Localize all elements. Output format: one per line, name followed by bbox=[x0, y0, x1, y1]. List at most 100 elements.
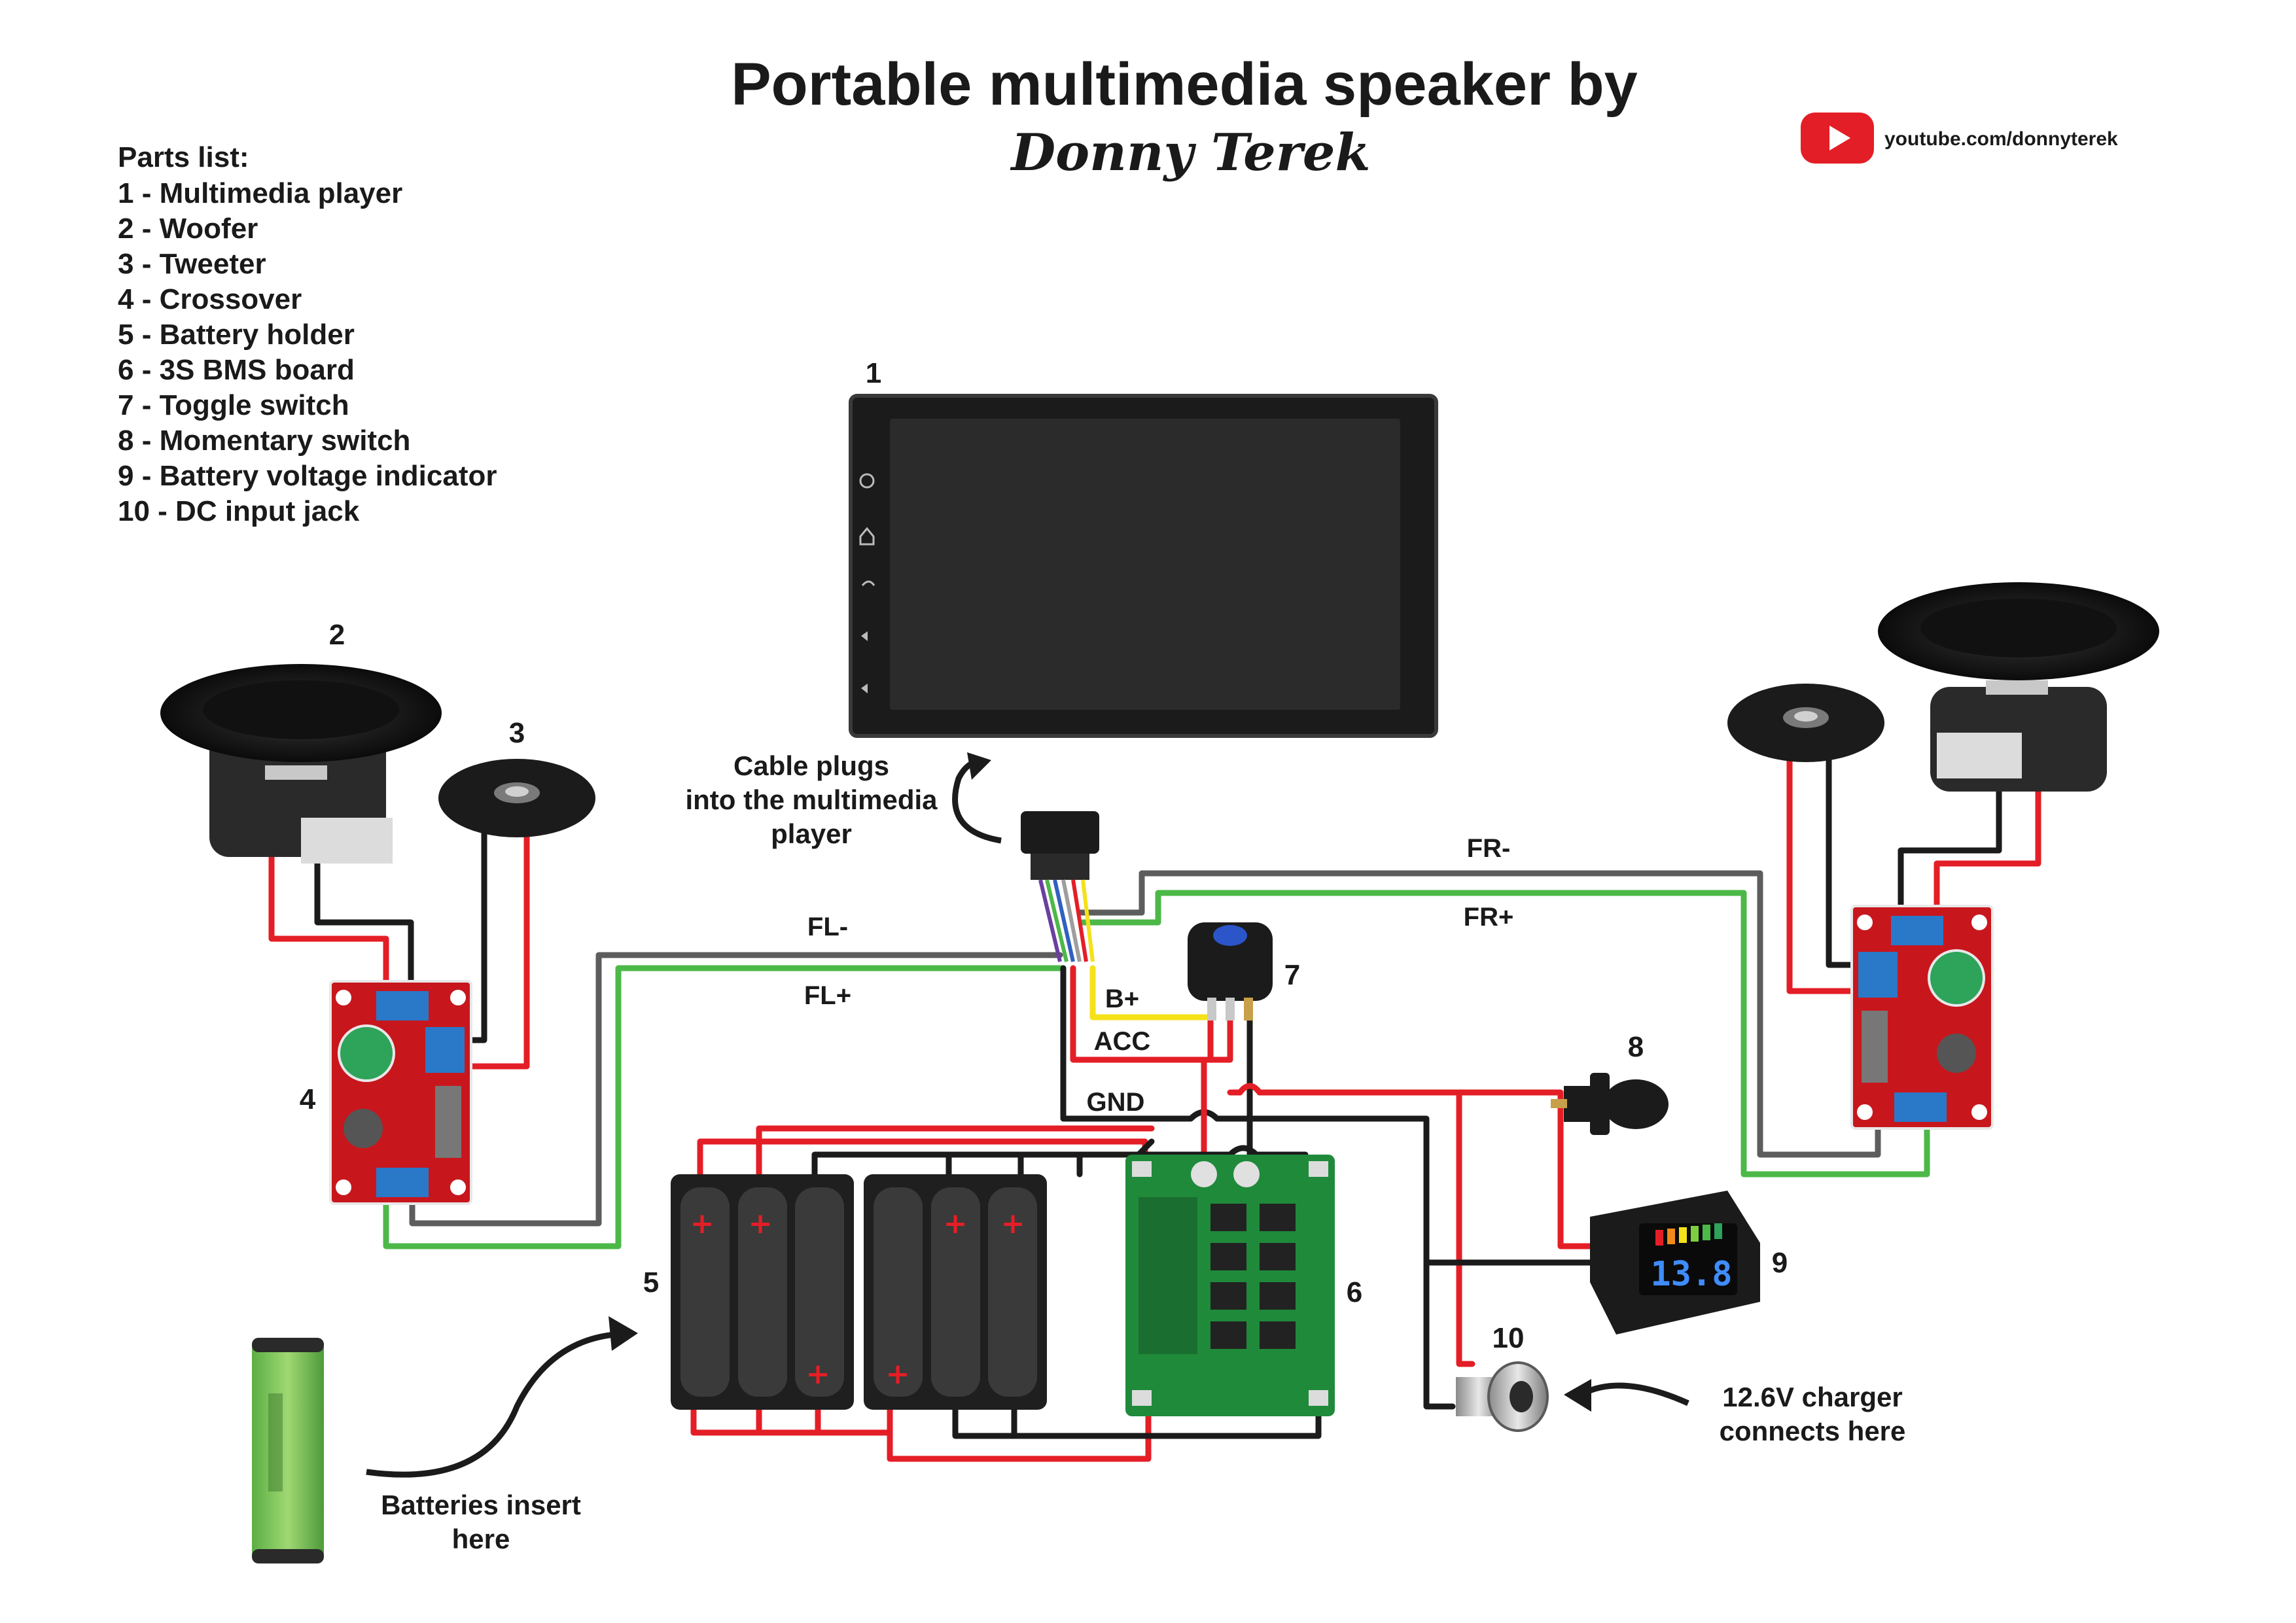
wire-label-fl-minus: FL- bbox=[807, 913, 848, 941]
cable-note-line: player bbox=[771, 818, 852, 849]
parts-list-item: 4 - Crossover bbox=[118, 283, 302, 315]
parts-list: Parts list: 1 - Multimedia player 2 - Wo… bbox=[118, 141, 497, 527]
terminal-block bbox=[1894, 1092, 1947, 1122]
multimedia-player bbox=[849, 394, 1438, 738]
charger-note-line: 12.6V charger bbox=[1722, 1382, 1903, 1412]
crossover-left bbox=[329, 980, 472, 1205]
battery-to-bms-bminus bbox=[952, 1403, 1322, 1439]
terminal-block bbox=[376, 991, 429, 1021]
parts-list-item: 7 - Toggle switch bbox=[118, 389, 349, 421]
battery-top-black-link-2 bbox=[945, 1138, 1155, 1178]
tweeter-right bbox=[1727, 684, 1884, 762]
parts-list-item: 8 - Momentary switch bbox=[118, 425, 410, 457]
iso-harness-connector bbox=[1021, 811, 1099, 962]
arrow-head-icon bbox=[1564, 1379, 1591, 1412]
tweeter-right-plus-wire bbox=[1786, 756, 1862, 994]
inductor bbox=[1937, 1034, 1976, 1073]
component-number-2: 2 bbox=[329, 619, 345, 651]
parts-list-item: 2 - Woofer bbox=[118, 213, 258, 245]
switch-indicator-icon bbox=[1213, 925, 1247, 946]
component-number-10: 10 bbox=[1492, 1322, 1525, 1354]
component-number-9: 9 bbox=[1772, 1247, 1788, 1279]
capacitor bbox=[338, 1024, 395, 1082]
wire-label-fl-plus: FL+ bbox=[804, 981, 851, 1010]
plus-icon: + bbox=[1001, 1207, 1025, 1240]
plus-icon: + bbox=[944, 1207, 968, 1240]
batteries-note: Batteries insert here bbox=[366, 1316, 638, 1554]
plus-icon: + bbox=[690, 1207, 715, 1240]
dc-input-jack[interactable] bbox=[1456, 1361, 1549, 1432]
component-number-5: 5 bbox=[643, 1266, 659, 1299]
supply-to-momentary bbox=[1227, 1083, 1564, 1142]
woofer-label bbox=[1937, 733, 2022, 778]
acc-wire bbox=[1070, 965, 1214, 1063]
youtube-link[interactable]: youtube.com/donnyterek bbox=[1801, 113, 2118, 164]
back-icon bbox=[861, 580, 875, 587]
woofer-right-minus-wire bbox=[1898, 769, 2002, 916]
terminal-block bbox=[425, 1027, 465, 1073]
b-plus-wire bbox=[1089, 965, 1214, 1021]
component-number-7: 7 bbox=[1284, 959, 1300, 991]
parts-list-heading: Parts list: bbox=[118, 141, 249, 173]
woofer-terminals bbox=[1986, 680, 2048, 695]
volume-up-icon bbox=[861, 631, 868, 641]
parts-list-item: 10 - DC input jack bbox=[118, 495, 360, 527]
wire-label-fr-plus: FR+ bbox=[1464, 903, 1514, 932]
fr-plus-wire bbox=[1080, 890, 1930, 1178]
wire-label-acc: ACC bbox=[1094, 1027, 1151, 1056]
woofer-right-plus-wire bbox=[1934, 769, 2041, 916]
fr-minus-wire bbox=[1076, 870, 1881, 1158]
wire-label-b-plus: B+ bbox=[1105, 985, 1139, 1013]
power-icon bbox=[859, 473, 875, 489]
momentary-to-indicator bbox=[1557, 1135, 1593, 1249]
battery-holder: + + + + + + bbox=[671, 1174, 1047, 1410]
battery-to-bms-b1 bbox=[1017, 1145, 1309, 1178]
wire-label-fr-minus: FR- bbox=[1467, 834, 1511, 863]
tweeter-right-minus-wire bbox=[1826, 756, 1862, 968]
charger-note: 12.6V charger connects here bbox=[1564, 1379, 1905, 1446]
batteries-note-line: Batteries insert bbox=[381, 1490, 581, 1520]
terminal-block bbox=[376, 1168, 429, 1197]
cable-note-line: into the multimedia bbox=[685, 784, 938, 815]
tweeter-left-plus-wire bbox=[448, 814, 530, 1070]
diagram-title: Portable multimedia speaker by bbox=[731, 51, 1638, 118]
battery-voltage-indicator: 13.8 bbox=[1590, 1191, 1760, 1335]
arrow-head-icon bbox=[609, 1316, 638, 1351]
plus-icon: + bbox=[886, 1357, 910, 1391]
component-number-3: 3 bbox=[509, 717, 525, 749]
momentary-switch[interactable] bbox=[1551, 1073, 1669, 1135]
bms-board bbox=[1125, 1155, 1335, 1416]
woofer-label bbox=[301, 818, 393, 864]
parts-list-item: 3 - Tweeter bbox=[118, 248, 266, 280]
author-signature: Donny Terek bbox=[1010, 123, 1370, 183]
fl-plus-wire bbox=[383, 965, 1067, 1249]
toggle-switch[interactable] bbox=[1188, 922, 1273, 1021]
inductor bbox=[344, 1109, 383, 1148]
crossover-right bbox=[1850, 905, 1994, 1130]
charger-note-line: connects here bbox=[1720, 1416, 1906, 1446]
fl-minus-wire bbox=[409, 952, 1063, 1227]
plus-icon: + bbox=[806, 1357, 830, 1391]
woofer-terminals bbox=[265, 765, 327, 780]
woofer-left bbox=[160, 664, 442, 864]
supply-to-dc-jack bbox=[1456, 1089, 1475, 1367]
woofer-right bbox=[1878, 582, 2159, 792]
cable-note-arrow bbox=[952, 759, 1002, 844]
parts-list-item: 6 - 3S BMS board bbox=[118, 354, 355, 386]
terminal-block bbox=[1891, 916, 1943, 945]
youtube-url: youtube.com/donnyterek bbox=[1884, 128, 2118, 150]
component-number-4: 4 bbox=[300, 1083, 316, 1115]
parts-list-item: 5 - Battery holder bbox=[118, 319, 355, 351]
battery-bottom-red-link bbox=[690, 1406, 893, 1436]
battery-to-bms-b2 bbox=[887, 1403, 1152, 1462]
component-number-8: 8 bbox=[1628, 1031, 1644, 1063]
batteries-note-line: here bbox=[452, 1524, 510, 1554]
plus-icon: + bbox=[749, 1207, 773, 1240]
volume-down-icon bbox=[861, 684, 868, 693]
arrow-head-icon bbox=[967, 752, 991, 780]
battery-top-black-link bbox=[811, 1151, 1024, 1178]
home-icon bbox=[859, 527, 875, 546]
terminal-block bbox=[1858, 952, 1898, 998]
cable-note-line: Cable plugs bbox=[733, 750, 889, 781]
